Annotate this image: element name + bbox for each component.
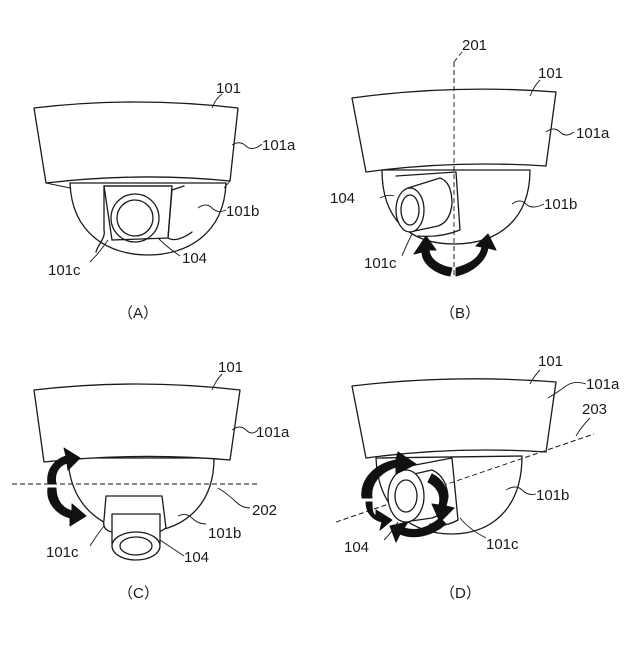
label-101a: 101a (586, 376, 620, 393)
panel-caption: （A） (118, 305, 158, 322)
leader-104 (160, 540, 184, 556)
label-104: 104 (344, 539, 369, 556)
label-101: 101 (538, 65, 563, 82)
label-203: 203 (582, 401, 607, 418)
leader-101a (232, 427, 258, 433)
label-202: 202 (252, 502, 277, 519)
panel-c: 101 101a 202 101b 101c 104 （C） (12, 359, 290, 602)
leader-101c (402, 234, 412, 256)
panel-b: 201 101 101a 101b 104 101c （B） (330, 37, 610, 322)
panel-caption: （D） (440, 585, 481, 602)
label-101c: 101c (486, 536, 519, 553)
label-101c: 101c (364, 255, 397, 272)
lens-outer (388, 470, 424, 522)
leader-201 (454, 52, 462, 62)
label-101: 101 (216, 80, 241, 97)
panel-d: 101 101a 203 101b 101c 104 （D） (336, 353, 620, 602)
leader-101c (90, 526, 104, 546)
leader-203 (576, 418, 590, 436)
dome-outline (70, 183, 226, 255)
label-201: 201 (462, 37, 487, 54)
label-101b: 101b (536, 487, 569, 504)
housing-edge (46, 183, 70, 188)
leader-101a (232, 143, 262, 149)
panel-a: 101 101a 101b 101c 104 （A） (34, 80, 296, 322)
label-104: 104 (330, 190, 355, 207)
label-101a: 101a (576, 125, 610, 142)
label-101c: 101c (46, 544, 79, 561)
label-101c: 101c (48, 262, 81, 279)
label-101b: 101b (544, 196, 577, 213)
label-104: 104 (184, 549, 209, 566)
label-101: 101 (538, 353, 563, 370)
label-101a: 101a (262, 137, 296, 154)
lens-outer (112, 532, 160, 560)
panel-caption: （C） (118, 585, 159, 602)
rotation-arrow-lower (366, 502, 392, 530)
housing-cover (352, 379, 556, 458)
housing-cover (34, 102, 238, 183)
label-101a: 101a (256, 424, 290, 441)
leader-202 (218, 488, 250, 508)
panel-caption: （B） (440, 305, 480, 322)
label-104: 104 (182, 250, 207, 267)
label-101b: 101b (226, 203, 259, 220)
label-101: 101 (218, 359, 243, 376)
label-101b: 101b (208, 525, 241, 542)
leader-101c (90, 240, 108, 262)
